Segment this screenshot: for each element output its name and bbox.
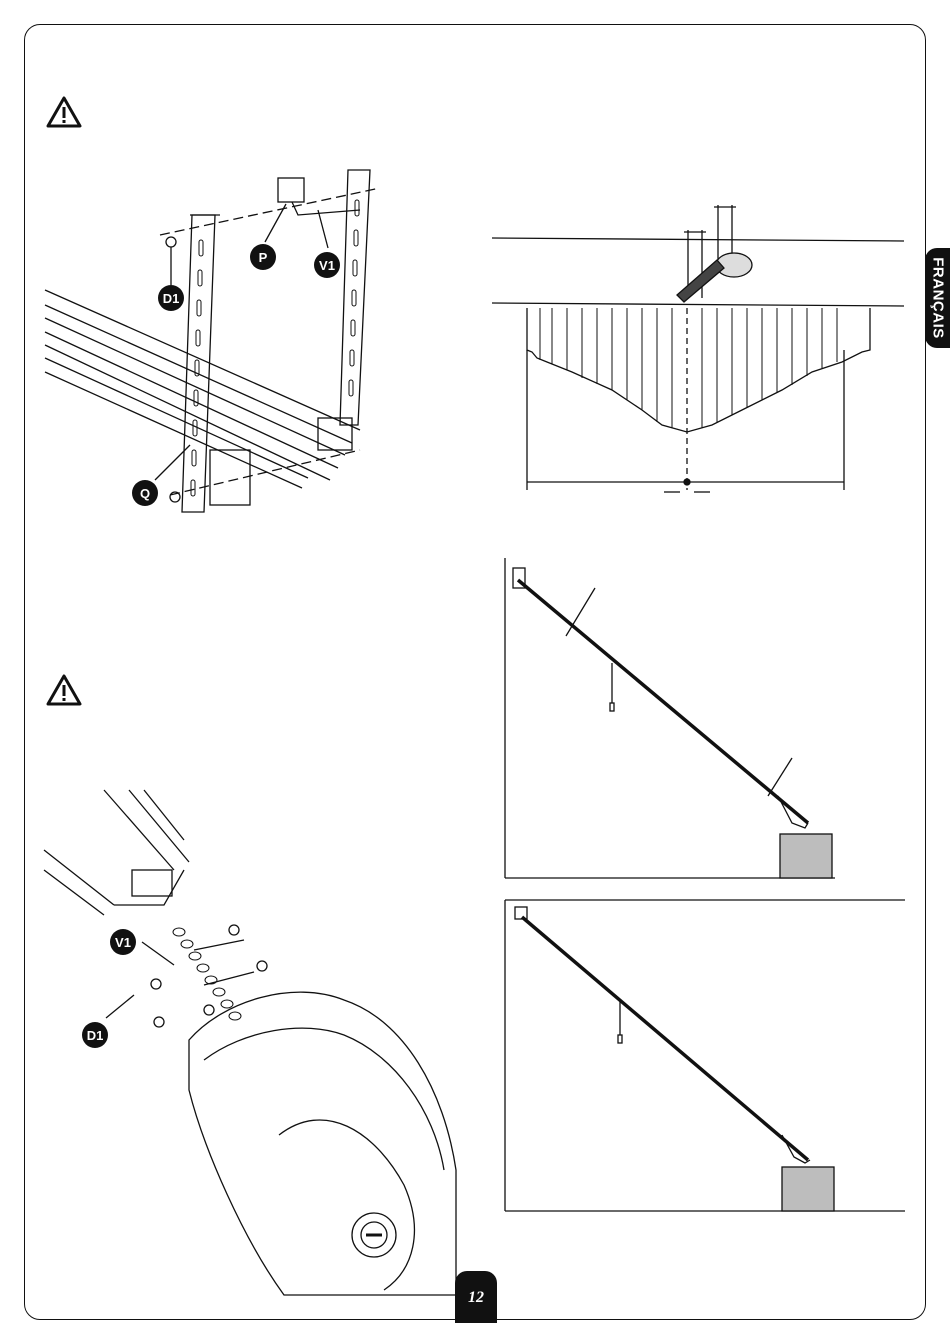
page-number: 12 [455,1289,497,1307]
label-q: Q [132,480,158,506]
page-number-tab: 12 [455,1271,497,1323]
label-v1: V1 [314,252,340,278]
side-view-open-illustration [500,895,906,1215]
door-front-view-illustration [492,200,904,500]
label-p: P [250,244,276,270]
side-view-closed-illustration [500,558,840,883]
chain-motor-closeup-illustration [44,790,456,1295]
label-v1-bottom: V1 [110,929,136,955]
warning-triangle-icon [46,674,82,706]
label-d1: D1 [158,285,184,311]
language-tab: FRANÇAIS [925,248,950,348]
language-tab-label: FRANÇAIS [930,257,947,339]
warning-triangle-icon [46,96,82,128]
label-d1-bottom: D1 [82,1022,108,1048]
rail-bracket-illustration [40,160,380,520]
